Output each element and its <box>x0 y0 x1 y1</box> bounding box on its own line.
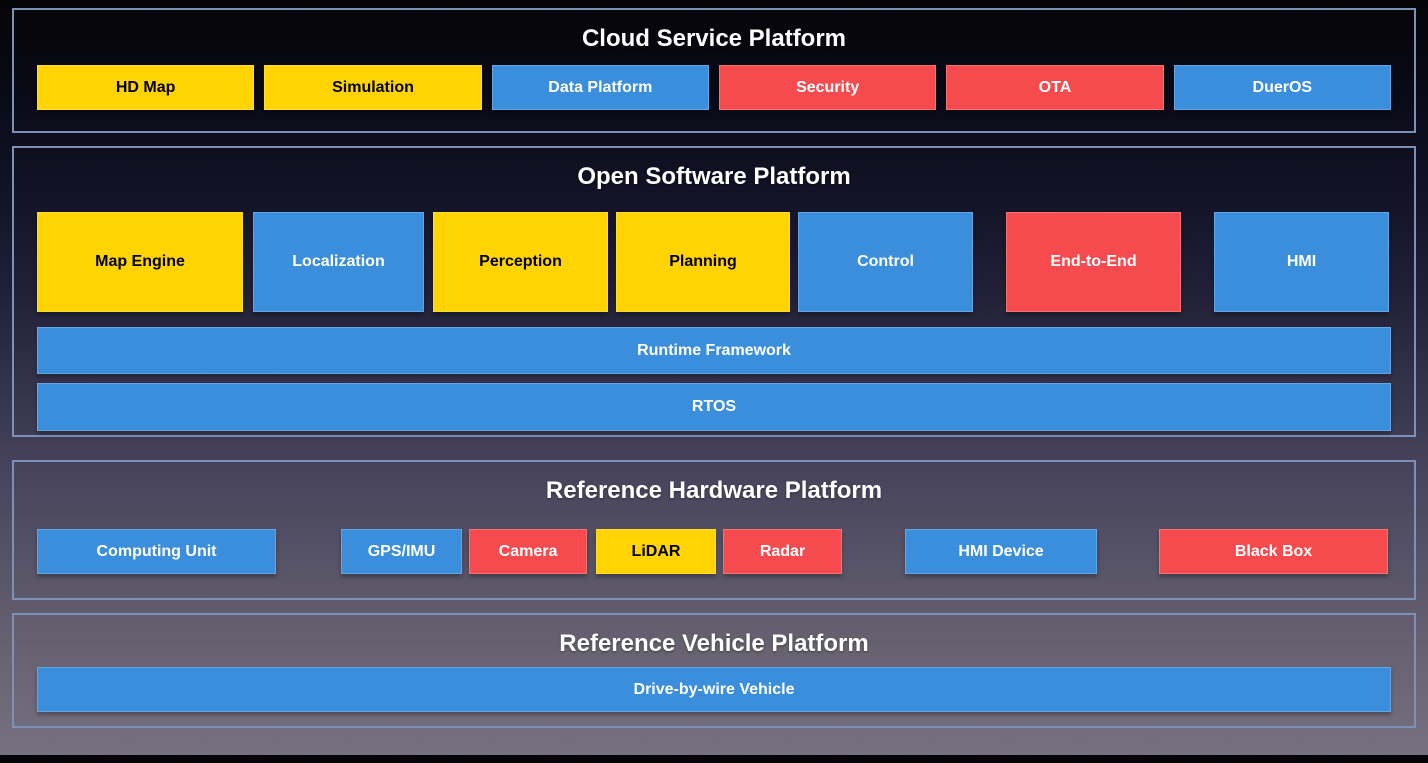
software-modules-row: Map Engine Localization Perception Plann… <box>37 212 1391 312</box>
box-hmi-device: HMI Device <box>905 529 1097 574</box>
hardware-boxes-row: Computing Unit GPS/IMU Camera LiDAR Rada… <box>37 529 1391 574</box>
box-localization: Localization <box>253 212 424 312</box>
section-open-software-platform: Open Software Platform Map Engine Locali… <box>12 146 1416 437</box>
box-camera: Camera <box>469 529 587 574</box>
bar-drive-by-wire-vehicle: Drive-by-wire Vehicle <box>37 667 1391 712</box>
box-lidar: LiDAR <box>596 529 716 574</box>
box-security: Security <box>718 65 937 110</box>
bar-rtos: RTOS <box>37 383 1391 431</box>
box-dueros: DuerOS <box>1173 65 1391 110</box>
vehicle-platform-title: Reference Vehicle Platform <box>559 630 869 657</box>
box-hmi: HMI <box>1214 212 1389 312</box>
box-end-to-end: End-to-End <box>1006 212 1181 312</box>
box-computing-unit: Computing Unit <box>37 529 276 574</box>
bar-runtime-framework: Runtime Framework <box>37 327 1391 374</box>
section-reference-hardware-platform: Reference Hardware Platform Computing Un… <box>12 460 1416 600</box>
cloud-boxes-row: HD Map Simulation Data Platform Security… <box>37 65 1391 110</box>
section-cloud-service-platform: Cloud Service Platform HD Map Simulation… <box>12 8 1416 133</box>
box-control: Control <box>798 212 973 312</box>
box-gps-imu: GPS/IMU <box>341 529 462 574</box>
box-perception: Perception <box>433 212 608 312</box>
software-platform-title: Open Software Platform <box>577 163 851 190</box>
box-map-engine: Map Engine <box>37 212 243 312</box>
box-simulation: Simulation <box>264 65 482 110</box>
box-radar: Radar <box>723 529 842 574</box>
box-hd-map: HD Map <box>37 65 255 110</box>
box-data-platform: Data Platform <box>491 65 709 110</box>
hardware-platform-title: Reference Hardware Platform <box>545 477 883 504</box>
cloud-platform-title: Cloud Service Platform <box>581 25 847 52</box>
section-reference-vehicle-platform: Reference Vehicle Platform Drive-by-wire… <box>12 613 1416 728</box>
box-ota: OTA <box>946 65 1164 110</box>
box-black-box: Black Box <box>1159 529 1388 574</box>
box-planning: Planning <box>616 212 790 312</box>
